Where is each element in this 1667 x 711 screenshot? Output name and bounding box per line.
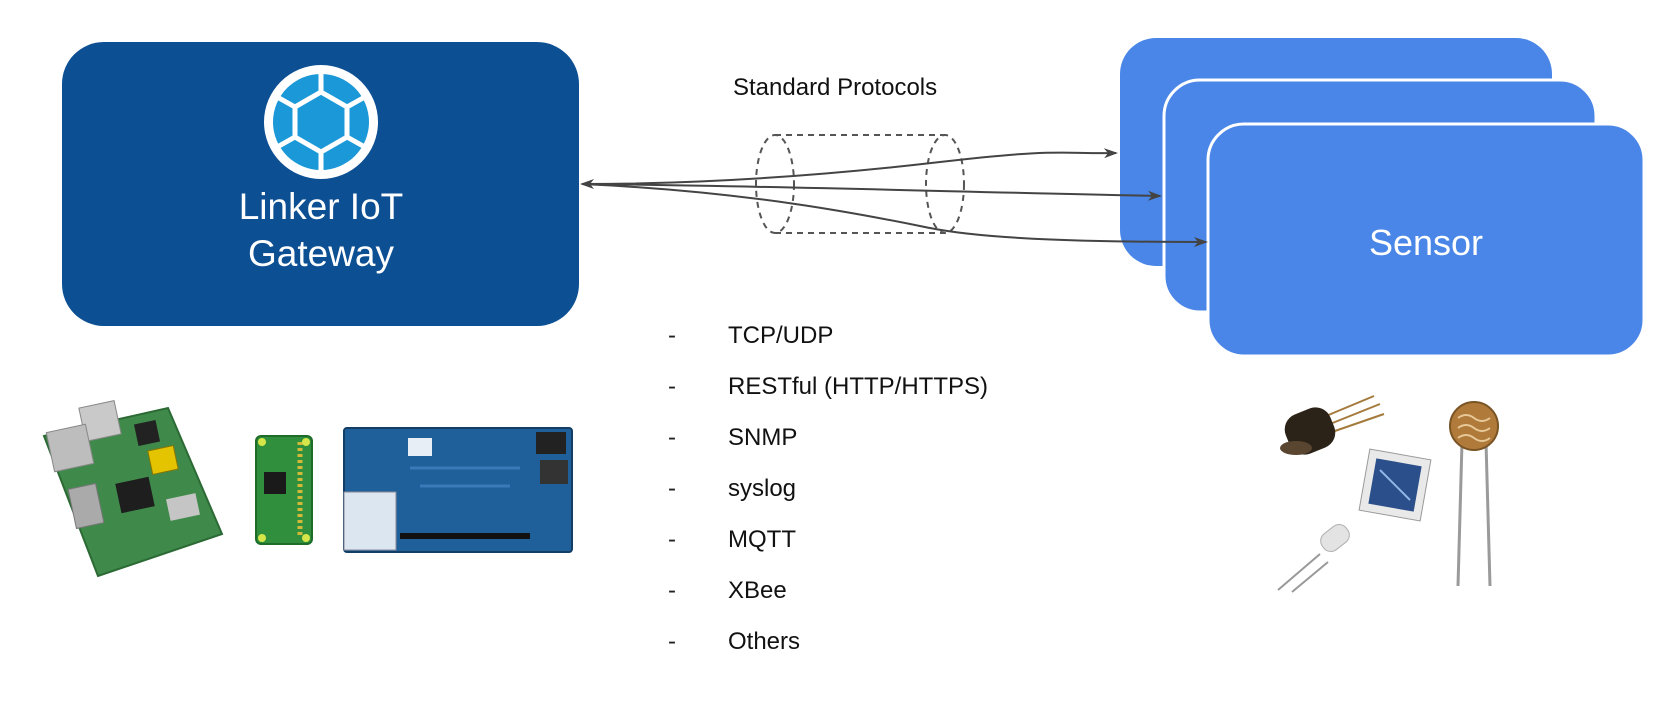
photoresistor-icon	[1449, 401, 1499, 587]
protocol-bullet: -	[668, 628, 676, 655]
protocol-item-mqtt: MQTT	[728, 526, 796, 553]
gateway-box	[62, 42, 579, 326]
sensor-box-front	[1206, 122, 1646, 358]
linker-globe-icon	[264, 65, 378, 179]
raspberry-pi-zero-board-icon	[255, 435, 313, 545]
protocol-bullet: -	[668, 526, 676, 553]
intel-edison-board-icon	[343, 427, 573, 553]
protocol-item-xbee: XBee	[728, 577, 787, 604]
protocol-item-restful: RESTful (HTTP/HTTPS)	[728, 373, 989, 400]
connection-arrow-bottom	[581, 183, 1208, 247]
protocol-item-tcp-udp: TCP/UDP	[728, 322, 834, 349]
connection-arrow-top	[580, 148, 1118, 189]
gateway-title-line2: Gateway	[248, 233, 395, 274]
protocol-bullet: -	[668, 322, 676, 349]
protocol-title: Standard Protocols	[733, 74, 938, 101]
solar-cell-icon	[1358, 448, 1432, 522]
raspberry-pi-board-icon	[42, 400, 224, 578]
led-icon	[1277, 524, 1350, 593]
protocol-pipe	[755, 134, 965, 234]
protocol-bullet: -	[668, 577, 676, 604]
phototransistor-icon	[1280, 395, 1385, 455]
protocol-bullet: -	[668, 424, 676, 451]
protocol-item-others: Others	[728, 628, 801, 655]
protocol-bullet: -	[668, 475, 676, 502]
protocol-item-syslog: syslog	[728, 475, 797, 502]
protocol-bullet: -	[668, 373, 676, 400]
sensor-label: Sensor	[1369, 222, 1483, 263]
gateway-title-line1: Linker IoT	[239, 186, 404, 227]
connection-arrow-middle	[581, 183, 1162, 201]
protocol-item-snmp: SNMP	[728, 424, 798, 451]
